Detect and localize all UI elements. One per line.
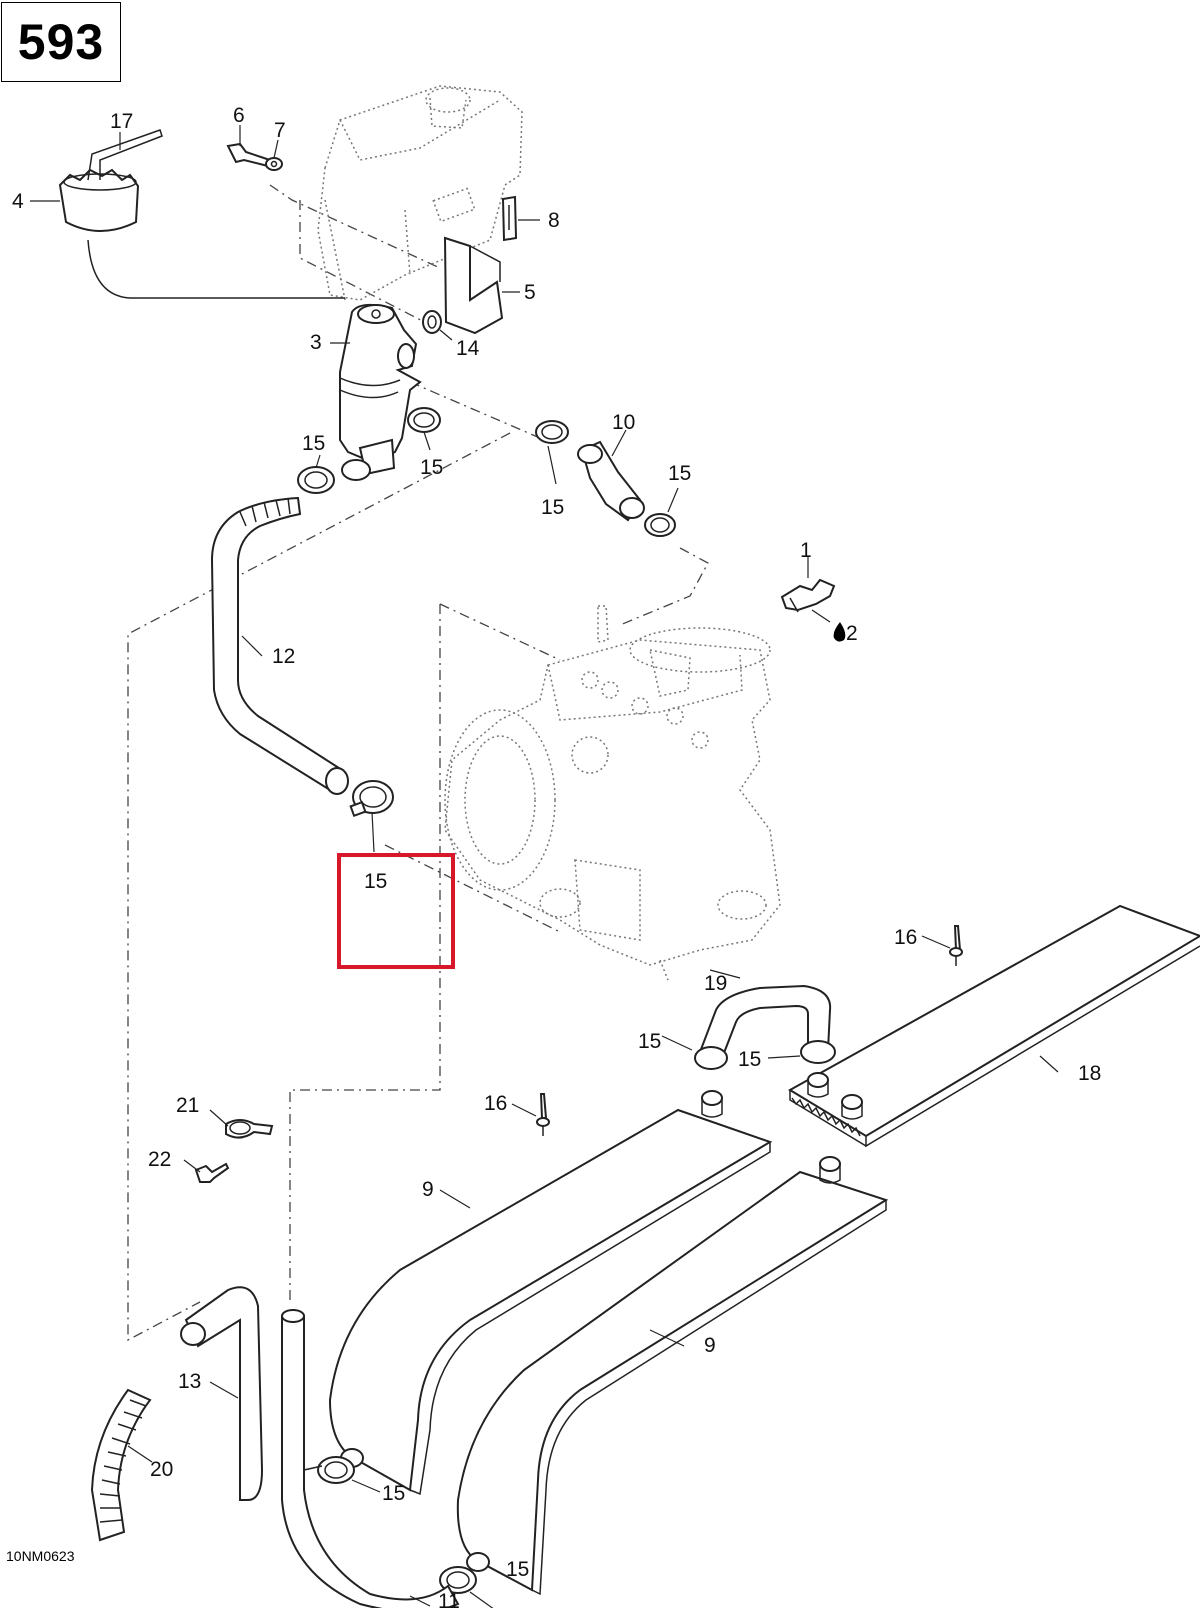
callout-19: 19 <box>704 972 727 995</box>
hose-11 <box>281 1309 460 1608</box>
hose-clamp-15-highlighted <box>349 780 394 818</box>
engine-outline <box>444 605 781 981</box>
callout-9-upper: 9 <box>422 1178 434 1201</box>
callout-22: 22 <box>148 1148 171 1171</box>
callout-15-c: 15 <box>541 496 564 519</box>
callout-15-f: 15 <box>638 1030 661 1053</box>
expansion-bottle <box>339 303 422 476</box>
callout-16-lower: 16 <box>484 1092 507 1115</box>
callout-2: 2 <box>846 622 858 645</box>
hose-clamps-upper <box>297 407 676 537</box>
heat-exchanger-9-upper <box>328 1090 773 1496</box>
callout-15-g: 15 <box>738 1048 761 1071</box>
callout-labels: 1 2 3 4 5 6 7 8 9 9 10 11 12 13 14 15 15… <box>12 104 1101 1608</box>
callout-4: 4 <box>12 190 24 213</box>
callout-12: 12 <box>272 645 295 668</box>
callout-15-a: 15 <box>302 432 325 455</box>
callout-17: 17 <box>110 110 133 133</box>
corrugated-tube-20 <box>90 1388 152 1542</box>
assembly-guide-lines <box>127 184 709 1342</box>
callout-21: 21 <box>176 1094 199 1117</box>
drawing-code: 10NM0623 <box>6 1548 75 1564</box>
callout-10: 10 <box>612 411 635 434</box>
callout-20: 20 <box>150 1458 173 1481</box>
coolant-tank-outline <box>317 85 523 301</box>
screw-and-washer <box>226 142 283 171</box>
page-number: 593 <box>17 14 105 70</box>
oil-drop-icon <box>833 622 846 642</box>
u-hose-19 <box>694 984 836 1070</box>
callout-15-i: 15 <box>506 1558 529 1581</box>
callout-1: 1 <box>800 539 812 562</box>
leader-lines <box>30 125 1059 1608</box>
callout-16-upper: 16 <box>894 926 917 949</box>
callout-15-e: 15 <box>364 870 387 893</box>
callout-15-h: 15 <box>382 1482 405 1505</box>
clamp-bracket-21 <box>225 1119 274 1139</box>
hose-13 <box>180 1286 264 1501</box>
callout-15-d: 15 <box>668 462 691 485</box>
rivet-lower <box>536 1093 550 1136</box>
hose-clamps-lower <box>317 1456 477 1594</box>
callout-14: 14 <box>456 337 480 360</box>
hose-12 <box>210 496 349 795</box>
bracket-part <box>443 236 504 335</box>
callout-5: 5 <box>524 281 536 304</box>
callout-8: 8 <box>548 209 560 232</box>
callout-18: 18 <box>1078 1062 1101 1085</box>
callout-3: 3 <box>310 331 322 354</box>
clip-part <box>501 195 518 242</box>
tank-cap-assembly <box>58 129 345 299</box>
heat-exchanger-18 <box>788 904 1200 1148</box>
callout-6: 6 <box>233 104 245 127</box>
heat-exchanger-9-lower <box>456 1156 889 1596</box>
callout-11: 11 <box>438 1590 460 1608</box>
callout-15-b: 15 <box>420 456 443 479</box>
screw-22 <box>194 1162 230 1183</box>
elbow-hose-10 <box>577 440 645 522</box>
grommet-part <box>422 310 442 334</box>
callout-9-lower: 9 <box>704 1334 716 1357</box>
callout-13: 13 <box>178 1370 201 1393</box>
rivet-upper <box>949 925 963 966</box>
page-number-box: 593 <box>1 2 121 82</box>
callout-7: 7 <box>274 119 286 142</box>
highlight-box[interactable] <box>337 853 455 969</box>
temperature-sensor <box>780 556 836 623</box>
